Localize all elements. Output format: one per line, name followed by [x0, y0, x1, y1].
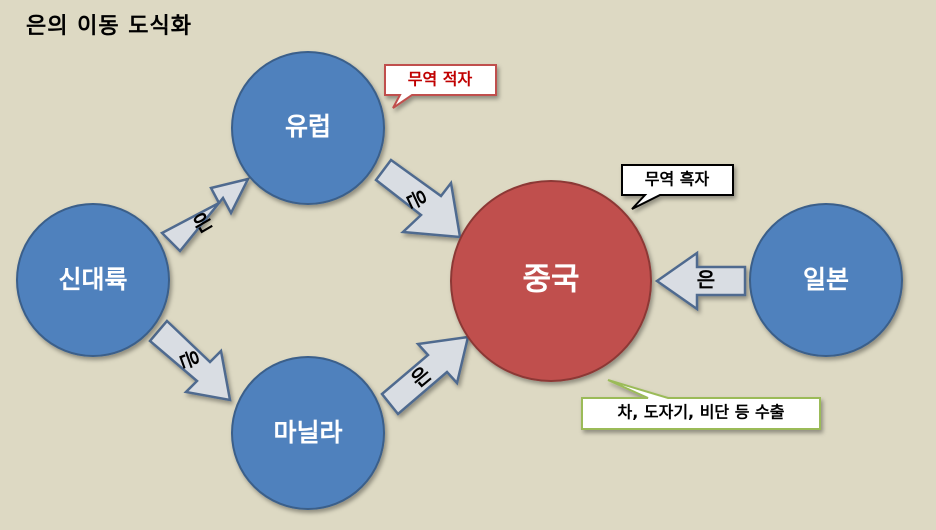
- node-japan: 일본: [749, 203, 903, 357]
- node-label-china: 중국: [522, 262, 579, 298]
- node-label-japan: 일본: [803, 265, 849, 294]
- node-new-world: 신대륙: [16, 203, 170, 357]
- arrow-europe-to-china: 은: [374, 158, 462, 239]
- callout-text-china-exports: 차, 도자기, 비단 등 수출: [618, 403, 785, 422]
- node-manila: 마닐라: [231, 356, 385, 510]
- node-label-europe: 유럽: [285, 112, 331, 141]
- arrow-manila-to-china: 은: [380, 335, 470, 416]
- arrow-new-world-to-europe: 은: [159, 177, 251, 253]
- diagram-title: 은의 이동 도식화: [26, 14, 192, 39]
- node-europe: 유럽: [231, 51, 385, 205]
- callout-text-china-surplus: 무역 흑자: [645, 170, 710, 189]
- callout-europe-deficit: 무역 적자: [384, 64, 497, 109]
- callout-china-surplus: 무역 흑자: [621, 164, 734, 210]
- node-label-manila: 마닐라: [273, 418, 342, 447]
- arrow-japan-to-china: 은: [654, 250, 747, 312]
- arrow-label-japan-to-china: 은: [697, 268, 715, 292]
- callout-text-europe-deficit: 무역 적자: [408, 70, 473, 89]
- arrow-new-world-to-manila: 은: [148, 319, 232, 402]
- callout-china-exports: 차, 도자기, 비단 등 수출: [581, 379, 821, 430]
- node-label-new-world: 신대륙: [58, 265, 127, 294]
- node-china: 중국: [450, 180, 652, 382]
